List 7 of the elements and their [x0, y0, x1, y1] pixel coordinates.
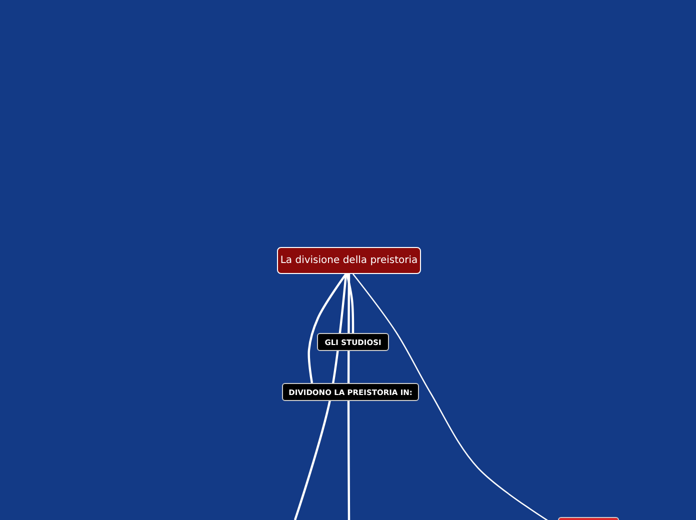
connector-line — [294, 274, 348, 520]
topic-box — [277, 247, 421, 274]
topic-label: La divisione della preistoria — [280, 255, 418, 266]
connector-line — [346, 274, 354, 333]
connector-line — [308, 273, 347, 384]
topic-box — [282, 383, 419, 401]
topic-box — [317, 333, 389, 351]
